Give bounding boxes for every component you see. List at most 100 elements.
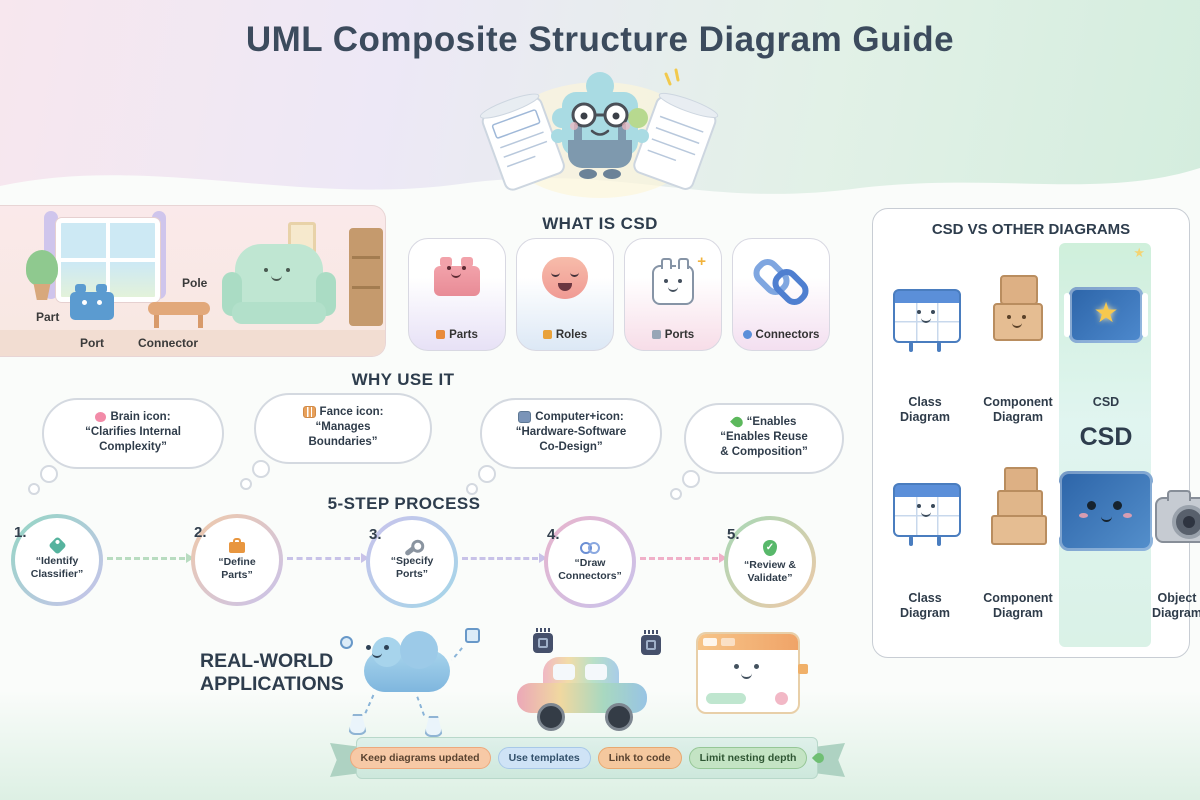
window xyxy=(56,218,160,302)
step-3: 3. “Specify Ports” xyxy=(366,516,458,608)
face-eyes xyxy=(82,300,87,305)
node-icon xyxy=(340,636,353,649)
step-number: 4. xyxy=(547,526,560,543)
step-2: 2. “Define Parts” xyxy=(191,514,283,606)
link-icon xyxy=(580,541,600,554)
component-diagram-icon xyxy=(990,275,1046,341)
part-brick-character xyxy=(70,284,114,320)
face-eyes xyxy=(1087,501,1096,510)
step-label: “Specify Ports” xyxy=(390,555,434,580)
card-connectors: Connectors xyxy=(732,238,830,351)
benefit-cloud: Fance icon: “Manages Boundaries” xyxy=(240,393,432,490)
step-label: “Define Parts” xyxy=(218,556,256,581)
wheel-icon xyxy=(605,703,633,731)
face-eyes xyxy=(366,645,371,650)
card-label: Roles xyxy=(542,329,587,341)
briefcase-icon xyxy=(229,538,245,554)
cloud-text: Co-Design” xyxy=(539,440,603,453)
benefit-cloud: “Enables “Enables Reuse & Composition” xyxy=(670,403,844,500)
step-number: 2. xyxy=(194,524,207,541)
cloud-text: “Hardware-Software xyxy=(515,425,627,438)
car-cabin xyxy=(543,657,619,687)
tip-pill: Link to code xyxy=(597,747,682,769)
csd-big-label: CSD xyxy=(1079,423,1133,451)
plus-sparkle-icon xyxy=(697,253,706,270)
card-ports: Ports xyxy=(624,238,722,351)
benefit-cloud: Computer+icon: “Hardware-Software Co-Des… xyxy=(466,398,662,495)
card-parts: Parts xyxy=(408,238,506,351)
step-1: 1. “Identify Classifier” xyxy=(11,514,103,606)
wheel-icon xyxy=(537,703,565,731)
face-smile xyxy=(451,271,461,278)
step-5: 5. “Review & Validate” xyxy=(724,516,816,608)
room-floor xyxy=(0,330,385,356)
step-4: 4. “Draw Connectors” xyxy=(544,516,636,608)
cloud-text: “Enables Reuse xyxy=(720,430,808,443)
browser-header xyxy=(698,634,798,650)
face-eyes xyxy=(734,664,739,669)
card-label: Parts xyxy=(436,329,478,341)
plant-icon xyxy=(26,250,58,286)
shield-check-icon xyxy=(763,539,777,556)
step-number: 3. xyxy=(369,526,382,543)
face-smile xyxy=(1101,514,1112,522)
fence-icon xyxy=(302,406,316,419)
ribbon-band: Keep diagrams updated Use templates Link… xyxy=(349,737,827,779)
browser-window-icon xyxy=(696,632,800,714)
dashed-arrow xyxy=(107,553,194,563)
connector-label: Connector xyxy=(138,336,198,350)
folder-mini-icon xyxy=(542,330,552,339)
face-blush xyxy=(1079,513,1088,518)
cloud-character-icon xyxy=(364,631,450,692)
face-smile xyxy=(372,651,382,658)
card-label: Connectors xyxy=(742,329,819,341)
diagram-label: Class Diagram xyxy=(899,395,951,424)
browser-avatar-dot xyxy=(775,692,788,705)
tip-pill: Limit nesting depth xyxy=(688,747,808,769)
face-smile xyxy=(921,510,931,517)
dashed-arrow xyxy=(287,553,369,563)
app-window-illustration xyxy=(696,632,808,716)
benefit-cloud: Brain icon: “Clarifies Internal Complexi… xyxy=(28,398,224,495)
diagram-label: Component Diagram xyxy=(983,591,1053,620)
brick-mini-icon xyxy=(436,330,446,339)
recycle-icon xyxy=(729,415,745,430)
class-diagram-icon xyxy=(893,289,961,352)
step-label: “Review & Validate” xyxy=(744,558,796,584)
what-is-csd-heading: WHAT IS CSD xyxy=(542,214,658,233)
bench xyxy=(148,302,210,328)
accent-square xyxy=(798,664,808,674)
computer-icon xyxy=(518,411,532,424)
step-number: 5. xyxy=(727,526,740,543)
face-smile xyxy=(921,316,931,323)
camera-lens xyxy=(1172,505,1200,539)
step-label: “Draw Connectors” xyxy=(558,556,622,582)
cloud-text: “Clarifies Internal xyxy=(85,425,181,438)
brick-icon xyxy=(434,257,480,297)
chip-icon xyxy=(641,630,661,655)
mask-icon xyxy=(542,257,588,299)
tip-pill: Keep diagrams updated xyxy=(349,747,491,769)
csd-vs-other-panel: CSD VS OTHER DIAGRAMS Class Diagram Comp… xyxy=(872,208,1200,658)
blueprint-scroll-left xyxy=(479,93,565,191)
component-diagram-stack-icon xyxy=(990,467,1047,545)
diagram-label: Object Diagram xyxy=(1151,591,1200,620)
port-label: Port xyxy=(80,336,104,350)
dashed-arrow xyxy=(640,553,727,563)
diagram-label: CSD xyxy=(1092,395,1120,409)
tips-ribbon: Keep diagrams updated Use templates Link… xyxy=(330,733,845,785)
sparkle-icon xyxy=(664,68,680,86)
cloud-text: “Manages xyxy=(315,420,371,433)
why-use-it-heading: WHY USE IT xyxy=(351,370,455,389)
armchair-character xyxy=(222,244,336,336)
step-number: 1. xyxy=(14,524,27,541)
face-smile xyxy=(741,671,752,679)
real-world-heading: REAL-WORLD APPLICATIONS xyxy=(200,650,344,695)
face-eyes xyxy=(917,504,921,508)
process-heading: 5-STEP PROCESS xyxy=(327,494,481,513)
face-eyes xyxy=(664,279,668,283)
card-roles: Roles xyxy=(516,238,614,351)
part-label: Part xyxy=(36,310,60,324)
pole-label: Pole xyxy=(182,276,208,290)
